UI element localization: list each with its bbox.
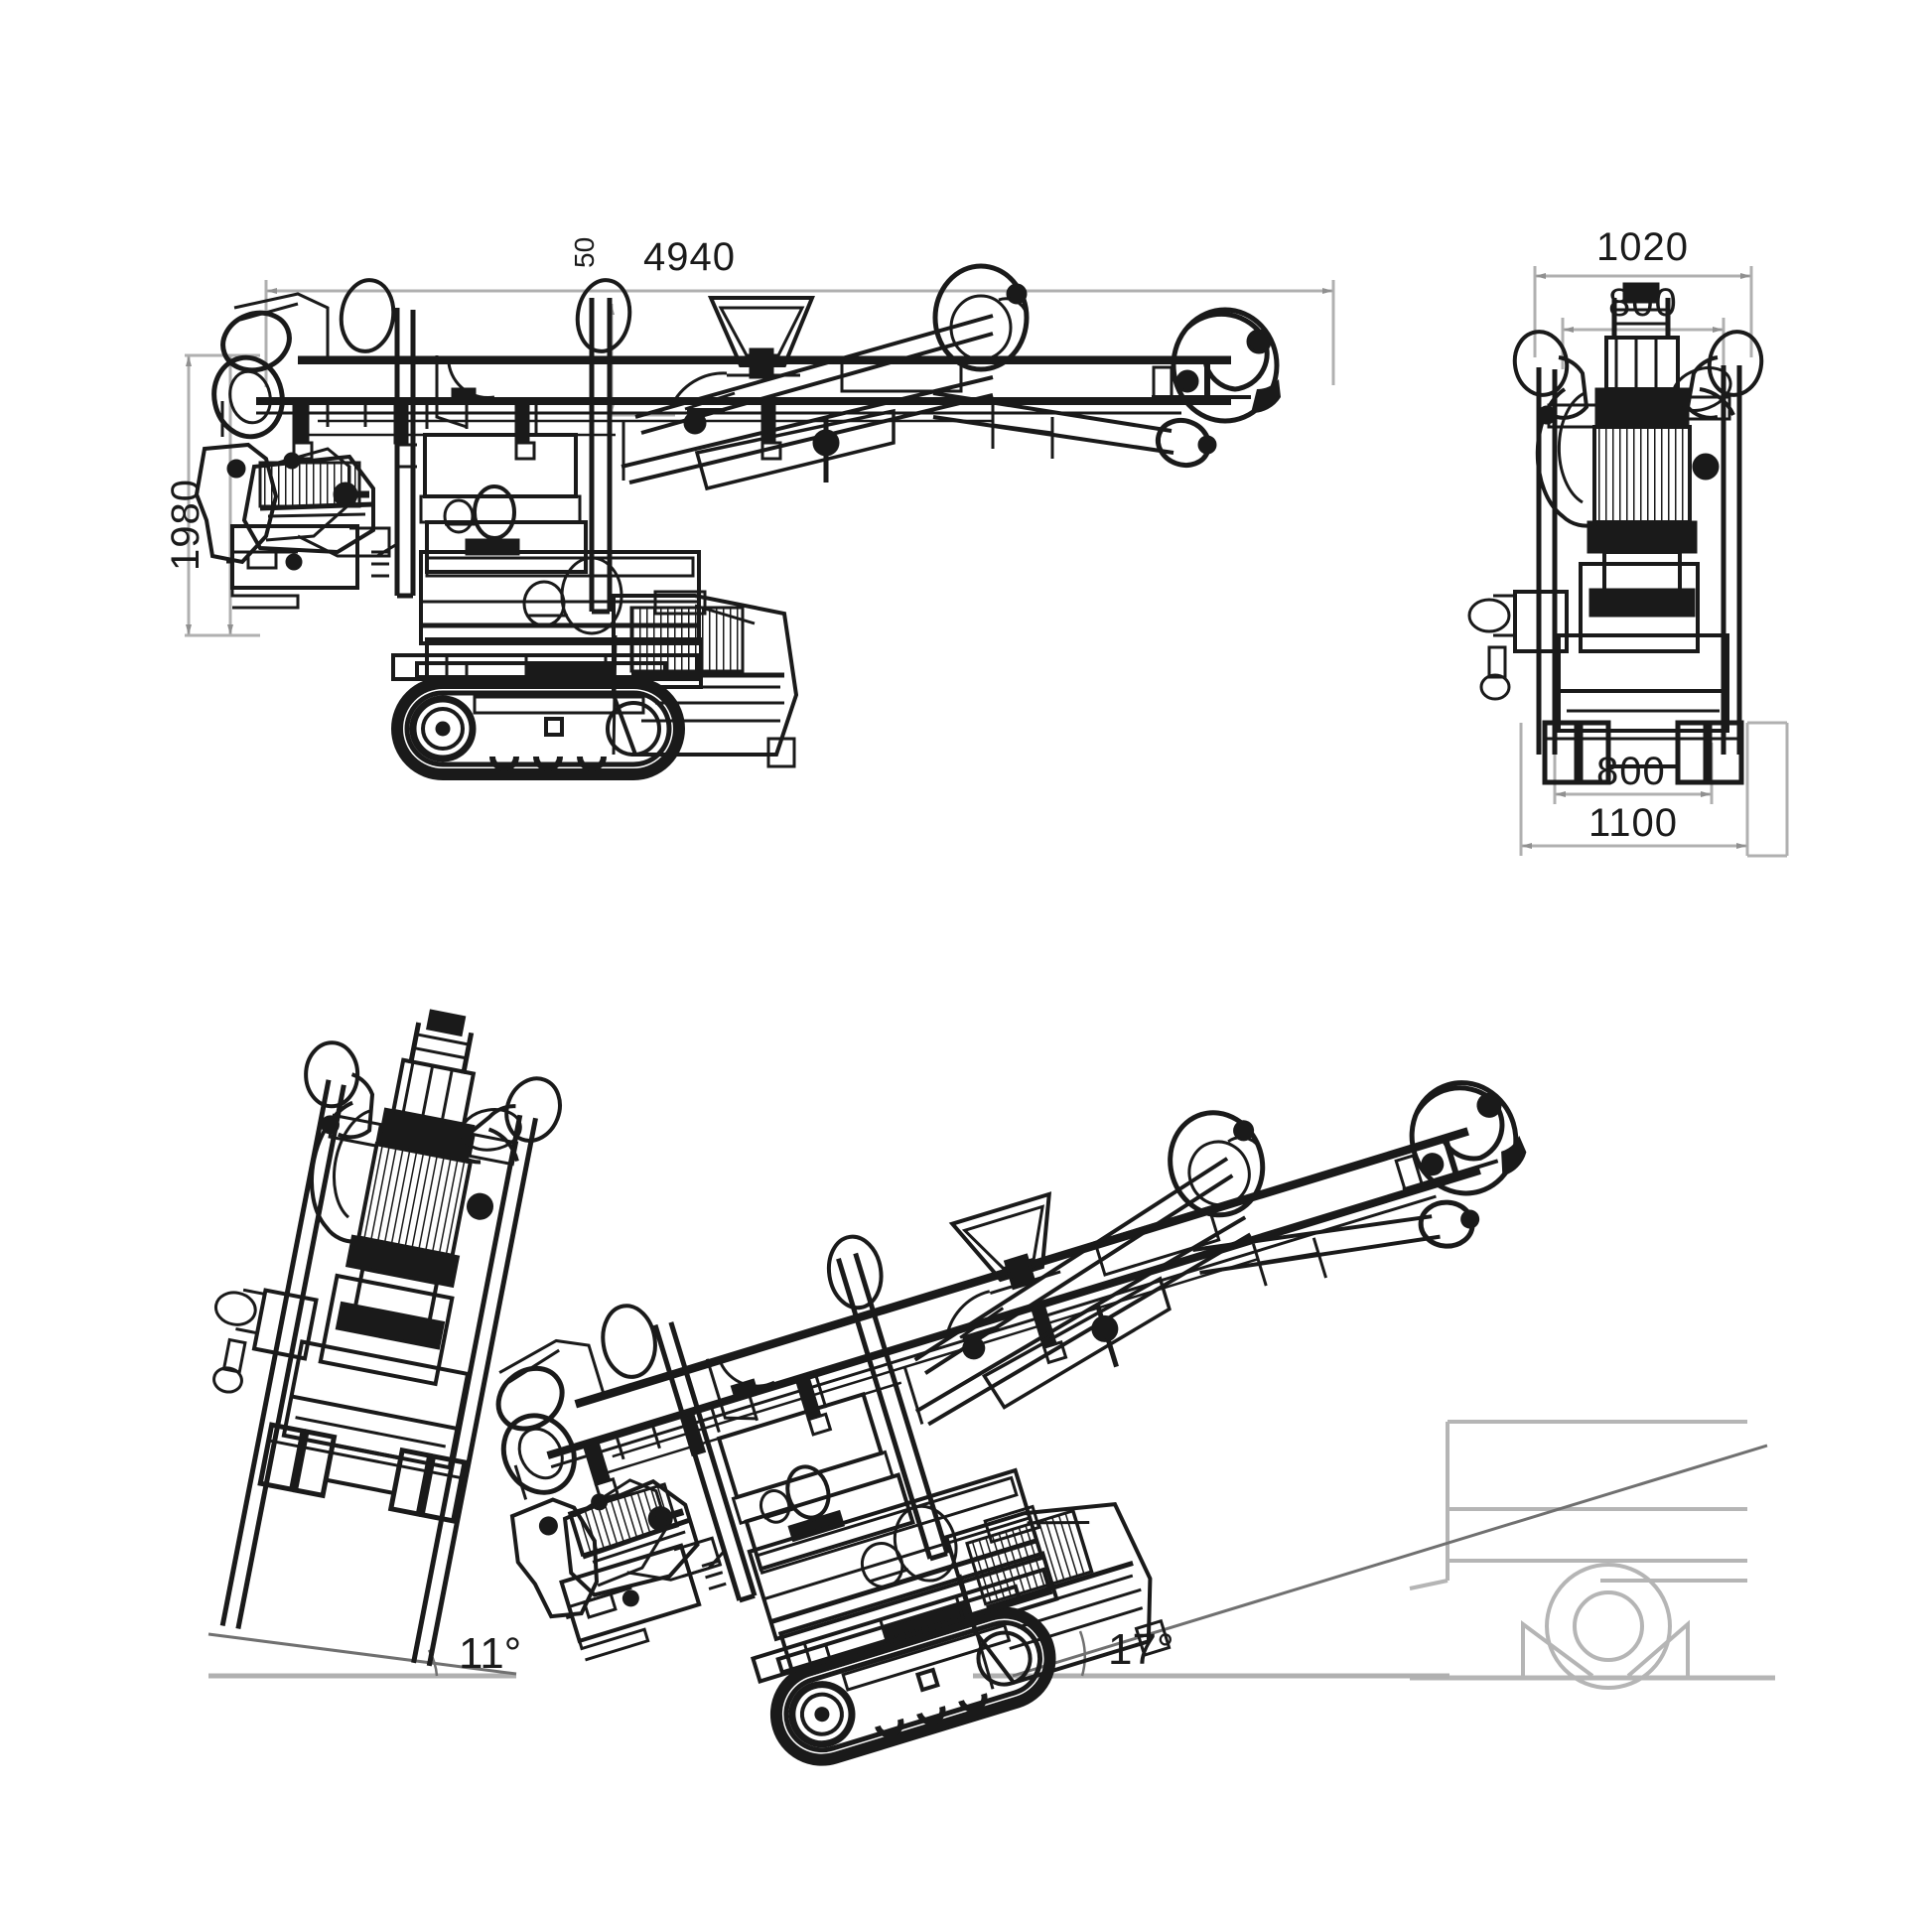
t-rotary-head	[495, 1338, 606, 1500]
outrigger	[766, 737, 796, 768]
dim-label-1980: 1980	[164, 479, 207, 571]
truck-wheel-inner	[1573, 1590, 1644, 1662]
incline-line-11deg	[207, 1632, 517, 1676]
mast-end-winch	[1152, 307, 1281, 424]
t-frame-columns	[652, 1252, 950, 1603]
t-mast-end-winch	[1394, 1080, 1527, 1196]
tilt-rotary-head	[335, 1009, 477, 1350]
truck-outline	[1409, 1420, 1775, 1690]
front-tilted-machine	[212, 1009, 562, 1667]
crawler-track-rear-frame	[391, 653, 699, 681]
view-side-tilted: 17°	[495, 1080, 1775, 1830]
truck-wheel-outer	[1545, 1563, 1672, 1690]
dim-label-1020: 1020	[1596, 225, 1689, 269]
front-tracks	[1542, 720, 1744, 785]
t-outrigger	[1134, 1618, 1172, 1657]
tilt-hose-loops	[310, 1100, 522, 1244]
side-view-machine	[194, 263, 1281, 774]
angle-arc-11deg	[427, 1649, 439, 1677]
tilt-body	[212, 1273, 471, 1470]
front-hose-loops	[1535, 366, 1735, 528]
power-pack	[226, 454, 391, 610]
angle-arc-17deg	[1078, 1630, 1086, 1677]
boom-linkage	[621, 296, 1217, 491]
t-crawler-frame	[750, 1567, 1053, 1684]
rotary-head	[211, 292, 330, 440]
dim-label-1100: 1100	[1588, 801, 1678, 845]
t-feed-cylinder	[705, 1358, 915, 1572]
t-power-pack	[559, 1478, 727, 1662]
view-front: 1020 800 800 1100	[1467, 225, 1789, 858]
t-mast-rollers	[601, 1110, 1266, 1379]
view-side: 4940 50 1980	[164, 235, 1335, 774]
tilt-tracks	[257, 1422, 468, 1524]
front-view-machine	[1467, 282, 1764, 785]
dim-label-4940: 4940	[643, 235, 736, 279]
angle-label-11: 11°	[459, 1629, 521, 1678]
t-boom-linkage	[902, 1157, 1480, 1427]
view-front-tilted: 11°	[207, 1009, 562, 1679]
side-tilted-machine	[495, 1080, 1527, 1830]
dim-label-50: 50	[569, 237, 600, 268]
front-body	[1467, 562, 1729, 733]
front-rotary-head	[1587, 282, 1698, 618]
